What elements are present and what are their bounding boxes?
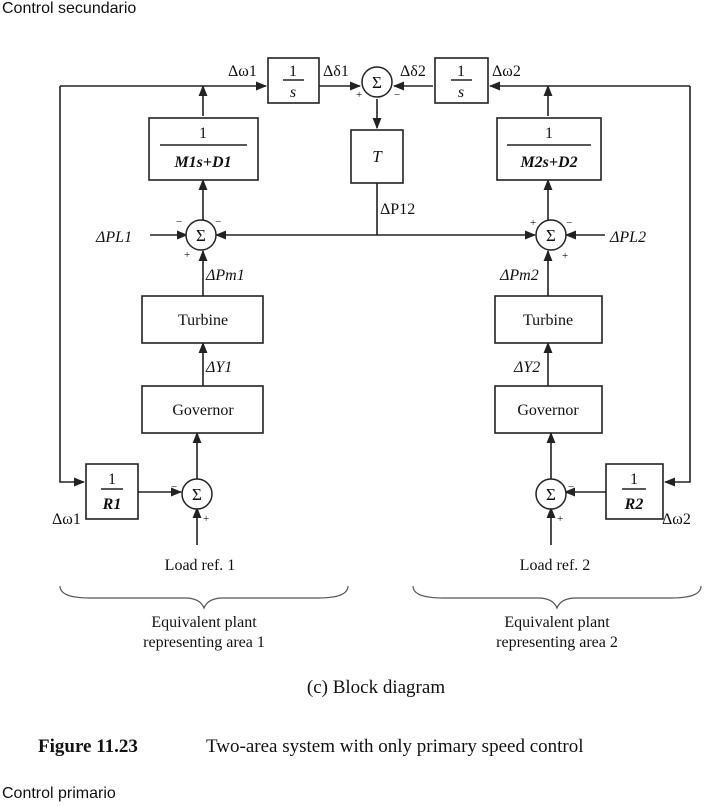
label-dpl1: ΔPL1 <box>95 229 132 246</box>
label-dpl2: ΔPL2 <box>609 229 646 246</box>
inertia-block-area2: 1 M2s+D2 <box>496 117 602 181</box>
svg-text:Σ: Σ <box>372 73 382 92</box>
svg-text:−: − <box>568 481 574 493</box>
summing-junction-primary2: Σ − + <box>535 478 574 525</box>
svg-text:Governor: Governor <box>172 402 234 419</box>
signal-wires <box>59 81 691 545</box>
svg-text:M1s+D1: M1s+D1 <box>173 154 231 171</box>
figure-title: Two-area system with only primary speed … <box>206 736 584 757</box>
figure-caption: Figure 11.23 Two-area system with only p… <box>38 736 584 757</box>
tie-line-gain-block: T <box>350 129 404 184</box>
svg-text:−: − <box>176 216 182 228</box>
summing-junction-area2: Σ + − + <box>530 217 572 262</box>
brace-area1 <box>59 585 349 610</box>
label-domega2-top: Δω2 <box>492 63 521 80</box>
svg-text:R1: R1 <box>102 496 122 513</box>
turbine-block-area1: Turbine <box>141 295 264 344</box>
governor-block-area1: Governor <box>141 385 264 434</box>
svg-text:−: − <box>566 217 572 229</box>
label-dy1: ΔY1 <box>205 359 232 376</box>
summing-junction-area1: Σ − − + <box>176 216 221 261</box>
integrator-block-1: 1 s <box>267 57 320 104</box>
label-area1-line2: representing area 1 <box>143 634 265 651</box>
label-dpm2: ΔPm2 <box>499 267 539 284</box>
svg-text:1: 1 <box>630 471 638 488</box>
inertia-block-area1: 1 M1s+D1 <box>148 117 259 181</box>
label-dp12: ΔP12 <box>380 201 415 218</box>
label-load-ref2: Load ref. 2 <box>520 557 591 574</box>
label-domega1-top: Δω1 <box>228 63 257 80</box>
figure-label: Figure 11.23 <box>38 736 138 757</box>
svg-text:+: + <box>203 513 209 525</box>
summing-junction-tie: Σ + − <box>356 66 400 101</box>
label-ddelta2: Δδ2 <box>400 63 426 80</box>
svg-text:Σ: Σ <box>546 226 556 245</box>
label-ddelta1: Δδ1 <box>323 63 349 80</box>
svg-text:Σ: Σ <box>546 485 556 504</box>
label-area2-line1: Equivalent plant <box>504 614 610 631</box>
label-area2-line2: representing area 2 <box>496 634 618 651</box>
svg-text:+: + <box>557 513 563 525</box>
label-area1-line1: Equivalent plant <box>151 614 257 631</box>
droop-block-area2: 1 R2 <box>605 463 664 520</box>
label-dy2: ΔY2 <box>513 359 540 376</box>
svg-text:+: + <box>356 89 362 101</box>
label-domega1-bottom: Δω1 <box>52 511 81 528</box>
svg-text:R2: R2 <box>624 496 644 513</box>
svg-text:1: 1 <box>457 63 465 80</box>
svg-text:Σ: Σ <box>192 485 202 504</box>
svg-text:s: s <box>458 84 464 101</box>
footer-label: Control primario <box>2 785 116 802</box>
droop-block-area1: 1 R1 <box>85 463 139 520</box>
svg-text:s: s <box>290 84 296 101</box>
svg-text:Turbine: Turbine <box>178 312 228 329</box>
svg-text:1: 1 <box>199 125 207 142</box>
svg-text:T: T <box>372 147 383 166</box>
svg-text:−: − <box>394 89 400 101</box>
label-dpm1: ΔPm1 <box>205 267 245 284</box>
svg-text:−: − <box>215 216 221 228</box>
svg-text:+: + <box>530 217 536 229</box>
svg-text:+: + <box>562 250 568 262</box>
svg-text:+: + <box>184 249 190 261</box>
svg-text:Turbine: Turbine <box>523 312 573 329</box>
svg-text:−: − <box>171 481 177 493</box>
svg-text:Governor: Governor <box>517 402 579 419</box>
svg-text:Σ: Σ <box>196 226 206 245</box>
svg-text:1: 1 <box>545 125 553 142</box>
svg-text:1: 1 <box>289 63 297 80</box>
svg-text:M2s+D2: M2s+D2 <box>519 154 577 171</box>
summing-junction-primary1: Σ − + <box>171 478 213 525</box>
label-load-ref1: Load ref. 1 <box>165 557 236 574</box>
subcaption: (c) Block diagram <box>307 677 445 698</box>
brace-area2 <box>412 585 702 610</box>
integrator-block-2: 1 s <box>434 57 489 104</box>
turbine-block-area2: Turbine <box>494 295 603 344</box>
label-domega2-bottom: Δω2 <box>662 511 691 528</box>
header-label: Control secundario <box>2 0 137 17</box>
svg-text:1: 1 <box>108 471 116 488</box>
governor-block-area2: Governor <box>494 385 603 434</box>
